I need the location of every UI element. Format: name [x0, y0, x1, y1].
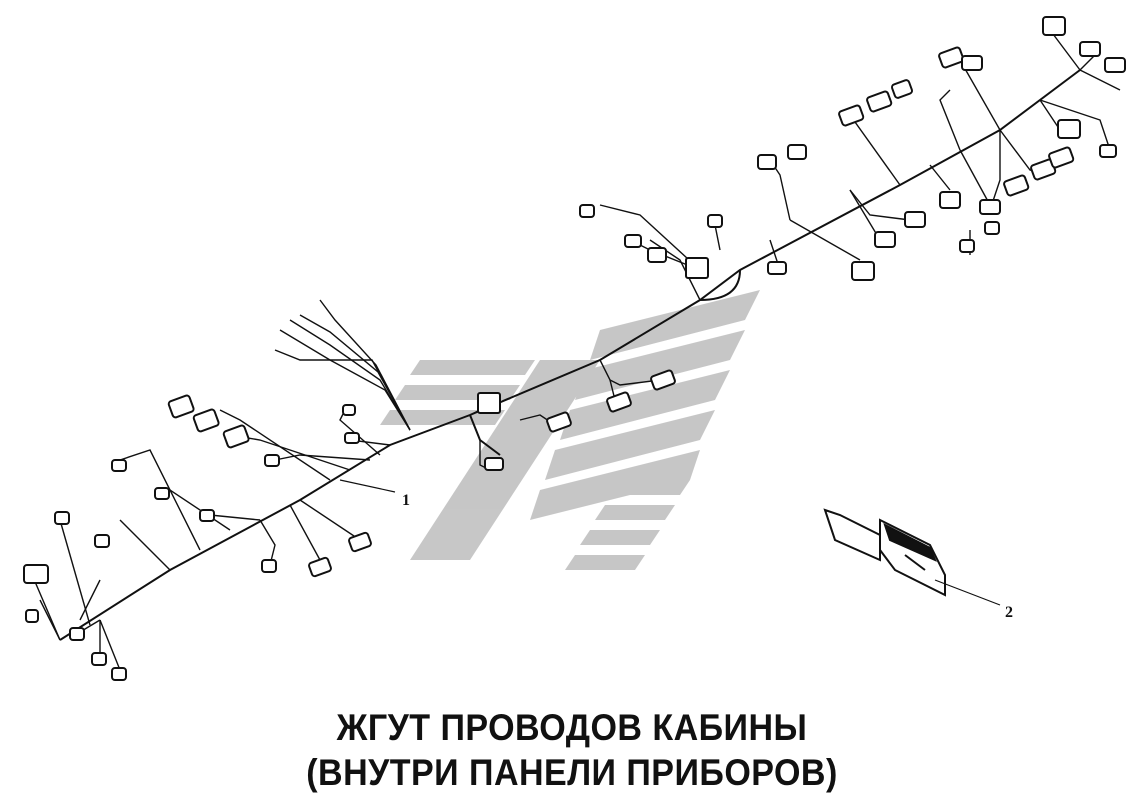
diagram-title-line-1: ЖГУТ ПРОВОДОВ КАБИНЫ: [336, 707, 808, 748]
callout-label-1: 1: [402, 492, 410, 509]
part-2-connector-block: [823, 508, 946, 597]
callout-label-2: 2: [1005, 604, 1013, 621]
watermark-logo: [380, 290, 760, 570]
harness-branches: [29, 29, 1121, 671]
connectors: [23, 16, 1126, 681]
diagram-title-line-2: (ВНУТРИ ПАНЕЛИ ПРИБОРОВ): [306, 752, 838, 793]
callout-leaders: [339, 479, 1001, 606]
